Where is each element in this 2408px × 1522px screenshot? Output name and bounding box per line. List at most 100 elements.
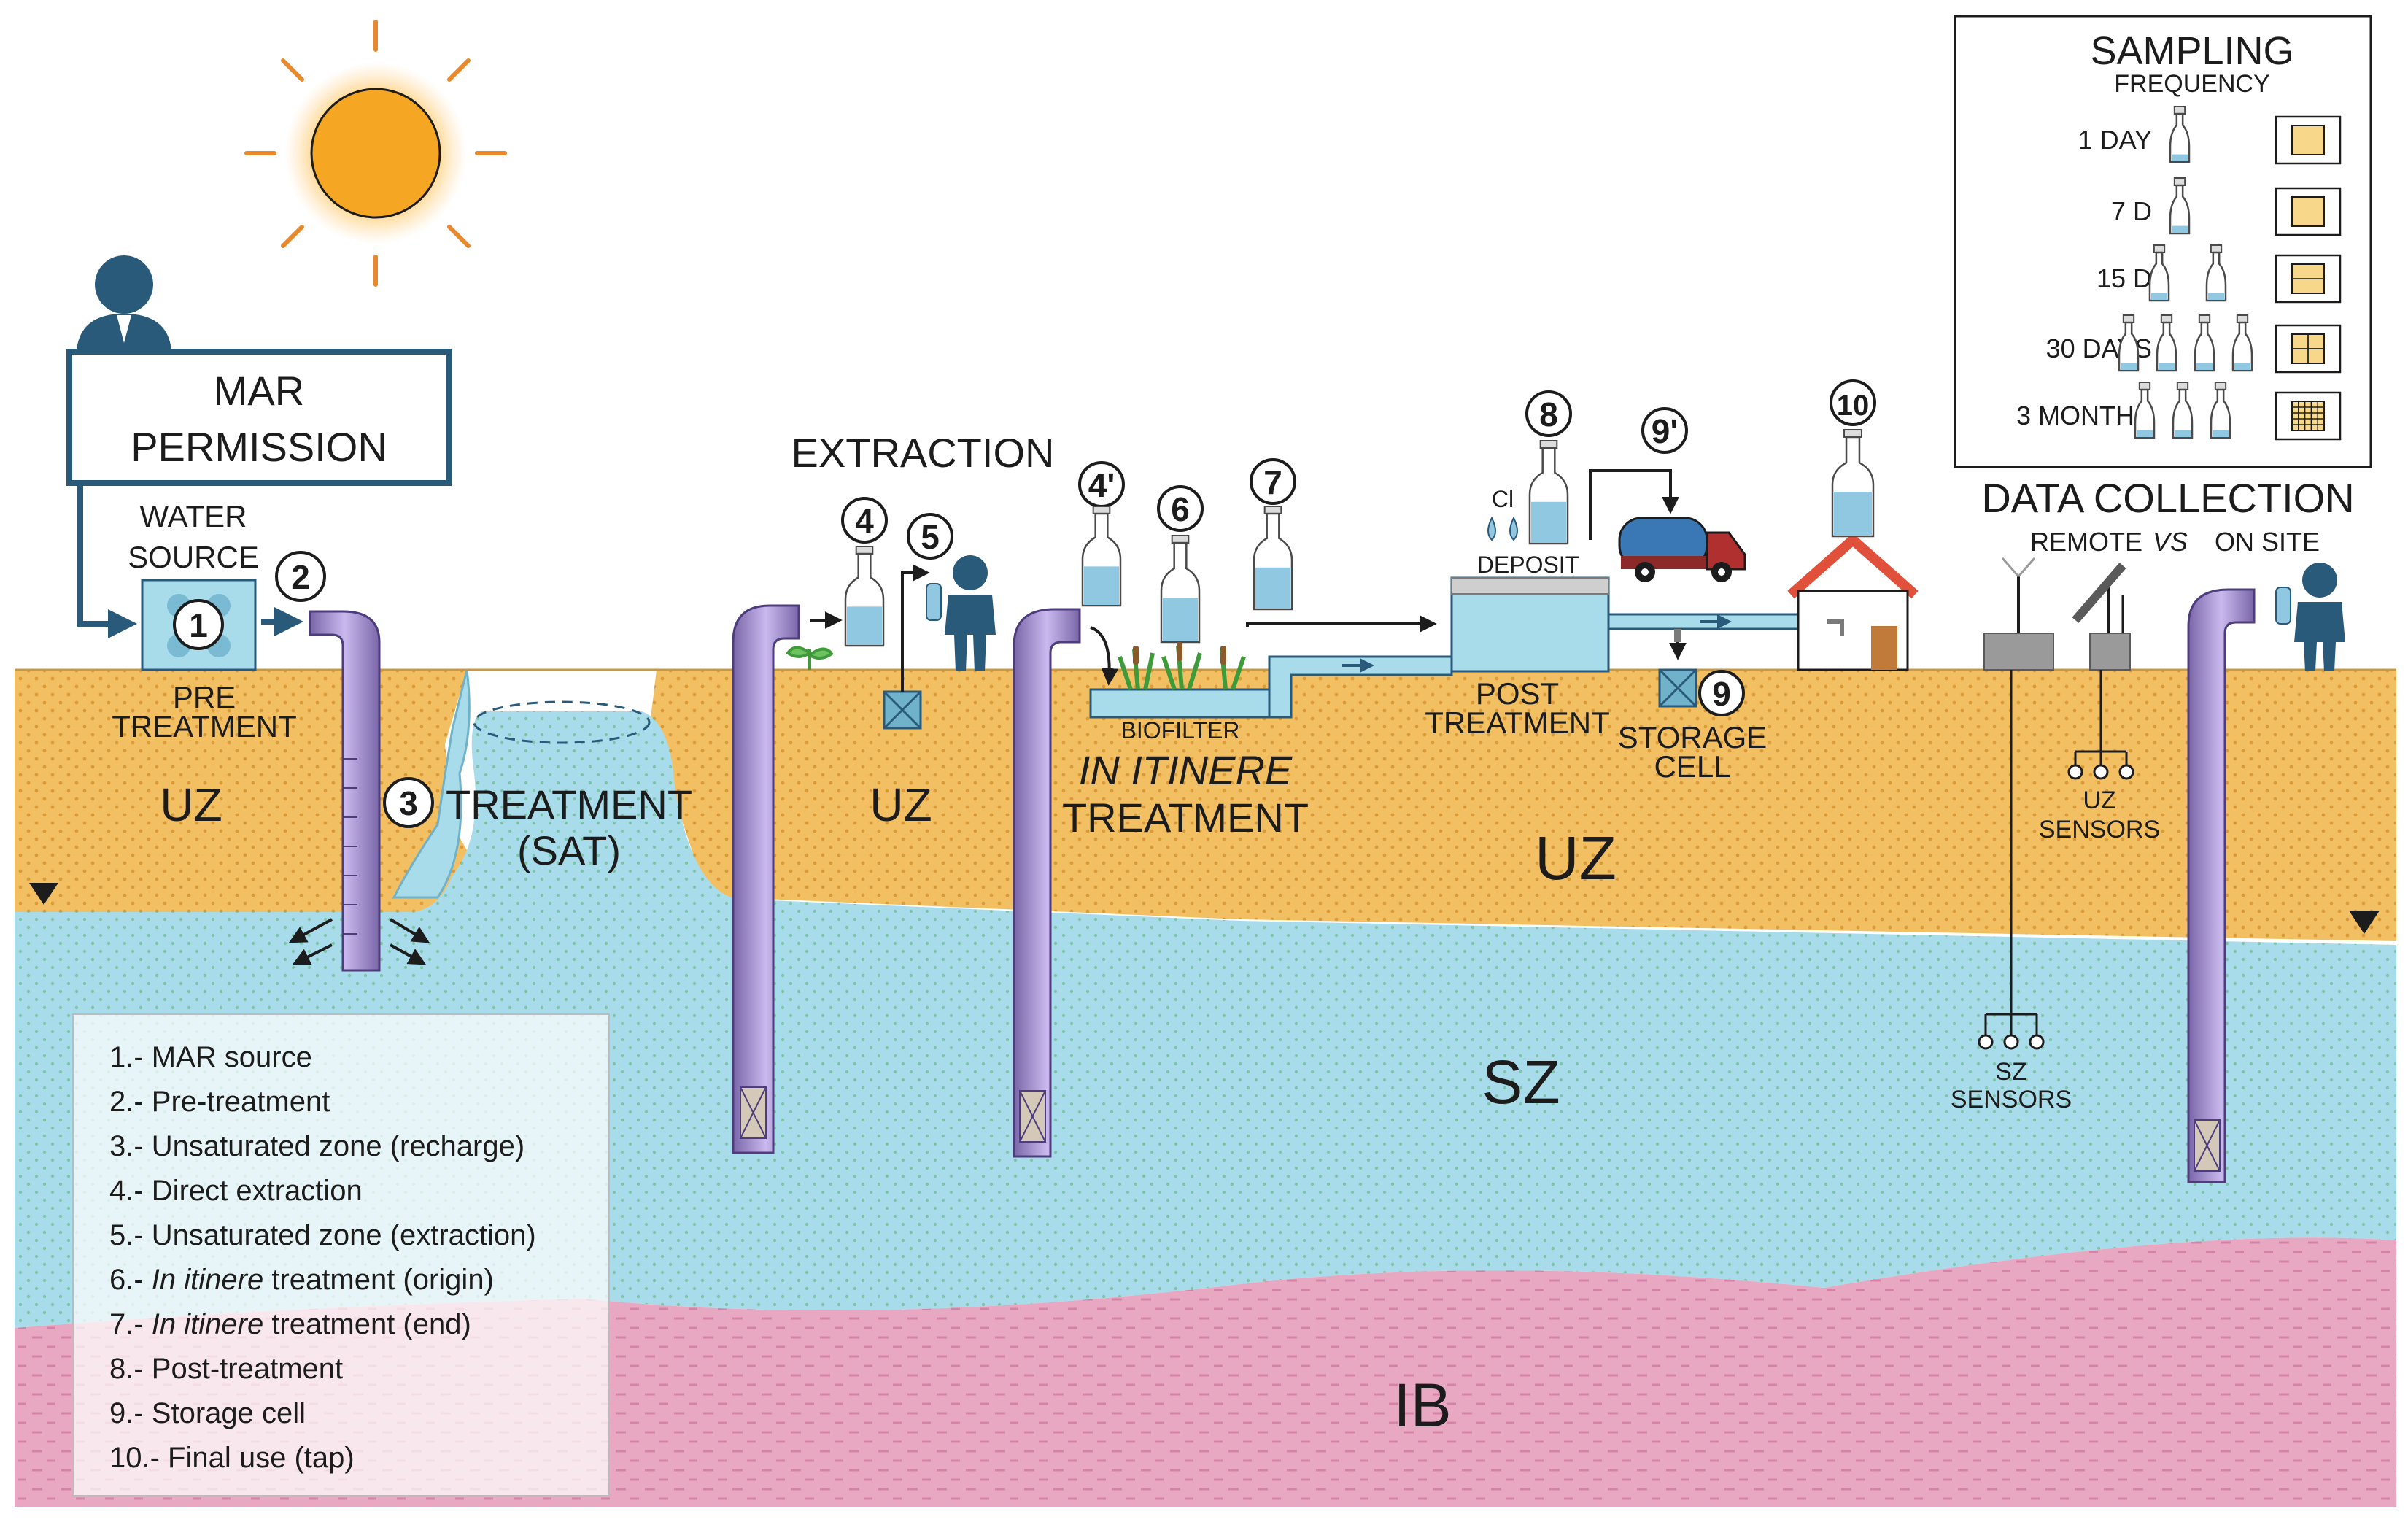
- post-treatment-label-2: TREATMENT: [1425, 706, 1610, 740]
- biofilter-label: BIOFILTER: [1121, 717, 1240, 743]
- sampling-row-label: 1 DAY: [2078, 125, 2152, 155]
- zone-uz-left: UZ: [160, 779, 222, 831]
- legend-item-text: Post-treatment: [152, 1353, 343, 1385]
- technician-icon-1: [926, 555, 996, 671]
- treatment-sat-label-2: (SAT): [517, 827, 621, 873]
- sz-layer: [15, 711, 2396, 1328]
- legend-item: 9.- Storage cell: [109, 1397, 306, 1429]
- technician-icon-2: [2275, 563, 2345, 671]
- legend-item-text: Direct extraction: [152, 1175, 363, 1207]
- legend-item-text: treatment (origin): [263, 1264, 494, 1296]
- vs-label: VS: [2153, 527, 2188, 557]
- sun-icon: [244, 20, 507, 287]
- water-source-label-2: SOURCE: [128, 540, 259, 574]
- bottle-shape: [2231, 314, 2253, 372]
- house-icon: [1787, 535, 1919, 671]
- legend-item-number: 2.-: [109, 1086, 152, 1118]
- permission-arrow: [77, 483, 137, 638]
- marker-8: [1525, 390, 1572, 437]
- bottle-icon: [844, 546, 885, 647]
- chlorine-label: Cl: [1492, 486, 1514, 512]
- mar-permission-line2: PERMISSION: [131, 424, 387, 470]
- uz-sensors-label-2: SENSORS: [2039, 816, 2160, 843]
- sampling-subtitle: FREQUENCY: [2114, 70, 2269, 98]
- chlorine-drops-icon: [1487, 516, 1518, 541]
- sampling-point-5: [883, 564, 930, 730]
- bottle-shape: [1081, 506, 1122, 607]
- water-table-marker-left: [29, 883, 58, 905]
- monitoring-well: [2187, 588, 2256, 1183]
- in-itinere-label-2: TREATMENT: [1062, 795, 1309, 841]
- legend-item-italic: In itinere: [152, 1308, 263, 1340]
- bottle-icon: [1528, 440, 1569, 545]
- recharge-well: [288, 610, 430, 972]
- sampling-row-label: 15 D: [2097, 263, 2152, 293]
- bottle-icon: [1081, 506, 1122, 607]
- legend-item-number: 1.-: [109, 1041, 152, 1073]
- on-site-label: ON SITE: [2215, 527, 2320, 557]
- zone-sz: SZ: [1482, 1048, 1560, 1116]
- water-table-marker-right: [2349, 911, 2380, 934]
- storage-cell-box: [1658, 668, 1697, 708]
- sz-sensors-label-2: SENSORS: [1951, 1086, 2072, 1113]
- pre-treatment-label-2: TREATMENT: [112, 709, 297, 743]
- uz-sensors-label-1: UZ: [2083, 787, 2115, 814]
- legend-item-number: 7.-: [109, 1308, 152, 1340]
- legend-item-number: 9.-: [109, 1397, 152, 1429]
- legend-item-text: MAR source: [152, 1041, 312, 1073]
- bottle-shape: [2172, 382, 2194, 439]
- marker-1: [173, 599, 224, 650]
- legend-item-number: 3.-: [109, 1130, 152, 1162]
- post-treatment-label-1: POST: [1476, 676, 1559, 711]
- bottle-shape: [2169, 177, 2191, 235]
- sprout-icon: [786, 646, 834, 670]
- sat-water-surface: [473, 700, 651, 744]
- bottle-shape: [2118, 314, 2140, 372]
- marker-2: [275, 551, 326, 602]
- legend-item-italic: In itinere: [152, 1264, 263, 1296]
- biofilter-inlet-arrow: [1090, 626, 1119, 686]
- bottle-shape: [2156, 314, 2177, 372]
- marker-3-number: 3: [399, 784, 418, 822]
- marker-5-number: 5: [921, 518, 940, 556]
- marker-10-number: 10: [1837, 390, 1870, 422]
- sampling-title: SAMPLING: [2090, 29, 2293, 73]
- in-itinere-label-1: IN ITINERE: [1079, 747, 1293, 793]
- legend-item-text: Unsaturated zone (extraction): [152, 1219, 536, 1251]
- marker-6-number: 6: [1171, 490, 1190, 528]
- marker-1-number: 1: [189, 606, 208, 644]
- legend-item: 6.- In itinere treatment (origin): [109, 1264, 494, 1296]
- bottle-shape: [844, 546, 885, 647]
- calendar-icon: [2275, 391, 2342, 441]
- water-source-group: WATER SOURCE 1 PRE TREATMENT 2: [112, 499, 326, 743]
- deposit-label: DEPOSIT: [1477, 552, 1579, 578]
- marker-5: [907, 513, 953, 560]
- legend-item-text: Unsaturated zone (recharge): [152, 1130, 524, 1162]
- zone-ib: IB: [1393, 1371, 1451, 1440]
- conduit: [1246, 615, 1453, 719]
- bottle-shape: [1160, 535, 1201, 644]
- legend-item: 3.- Unsaturated zone (recharge): [109, 1130, 524, 1162]
- marker-9-number: 9: [1712, 675, 1731, 713]
- sat-basin: [392, 669, 471, 899]
- marker-9-prime: [1641, 407, 1688, 454]
- deposit-tank: [1450, 576, 1610, 673]
- bottle-icon: [1160, 535, 1201, 644]
- legend-item-number: 8.-: [109, 1353, 152, 1385]
- ground-layers: [15, 668, 2396, 1507]
- marker-9: [1698, 670, 1745, 716]
- mar-permission-box: [66, 349, 452, 486]
- sampling-row-label: 7 D: [2111, 196, 2152, 226]
- marker-9-prime-number: 9': [1652, 412, 1679, 450]
- legend-item-number: 4.-: [109, 1175, 152, 1207]
- water-source-label-1: WATER: [140, 499, 247, 533]
- extraction-well-2: [1013, 608, 1081, 1158]
- remote-station: [1978, 557, 2054, 1050]
- zone-uz-middle: UZ: [870, 779, 932, 831]
- bottle-shape: [2194, 314, 2215, 372]
- pre-treatment-label-1: PRE: [173, 680, 236, 714]
- marker-2-number: 2: [291, 558, 310, 596]
